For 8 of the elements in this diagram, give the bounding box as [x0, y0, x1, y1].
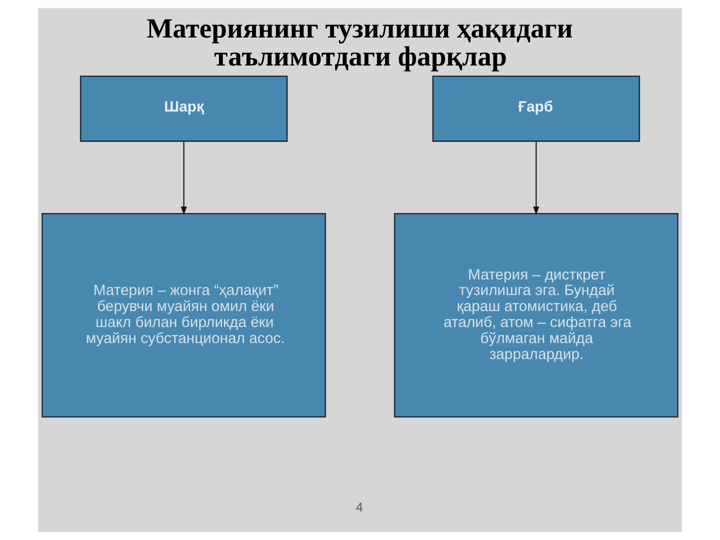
- diagram-title: Материянинг тузилиши ҳақидаги таълимотдаги фарқлар: [146, 12, 573, 72]
- node-box: Шарқ: [80, 76, 288, 142]
- node-box: Материя – дисткрет тузилишга эга. Бундай қараш атомистика, деб аталиб, атом – сифатга эга бўлмаган майда зарралардир.: [394, 212, 678, 418]
- node-box: Материя – жонга “ҳалақит” берувчи муайян омил ёки шакл билан бирликда ёки муайян субстанционал асос.: [42, 212, 326, 418]
- arrow: [180, 141, 187, 216]
- arrow: [533, 141, 540, 216]
- node-box: Ғарб: [432, 76, 640, 142]
- label: 4: [356, 500, 364, 515]
